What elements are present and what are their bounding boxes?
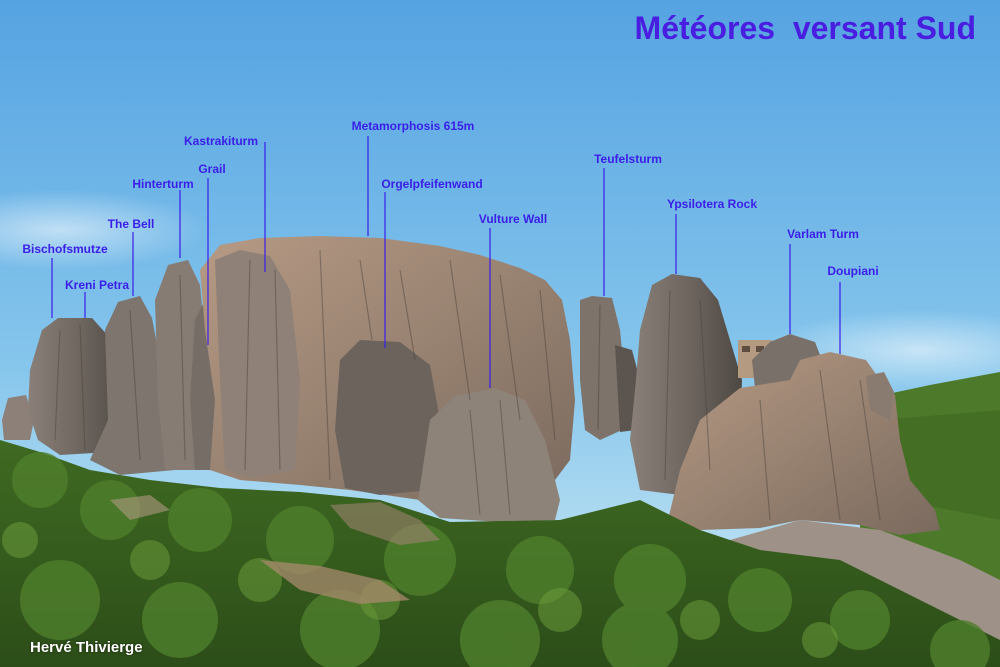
label-ypsilotera-rock: Ypsilotera Rock	[666, 197, 758, 211]
dirt-clearing	[330, 502, 440, 545]
label-the-bell: The Bell	[107, 217, 155, 231]
photo-credit: Hervé Thivierge	[30, 639, 143, 656]
rock-orgelpfeifenwand	[335, 340, 440, 495]
label-kastrakiturm: Kastrakiturm	[183, 134, 259, 148]
rock-doupiani-peak	[866, 372, 894, 420]
label-teufelsturm: Teufelsturm	[594, 152, 662, 166]
page-title: Météores versant Sud	[634, 10, 976, 46]
label-doupiani: Doupiani	[827, 264, 879, 278]
monastery-window	[742, 346, 750, 352]
dirt-clearing	[260, 560, 410, 604]
rock-vulture-wall	[418, 388, 560, 522]
label-varlam-turm: Varlam Turm	[787, 227, 859, 241]
cloud	[0, 190, 210, 270]
monastery-window	[756, 346, 764, 352]
rock-kastrakiturm	[215, 250, 300, 478]
pointer-lines	[51, 136, 841, 388]
label-grail: Grail	[198, 162, 226, 176]
tree-canopy	[12, 452, 990, 667]
label-orgelpfeifenwand: Orgelpfeifenwand	[381, 177, 483, 191]
label-vulture-wall: Vulture Wall	[478, 212, 548, 226]
rock-small-left	[2, 395, 34, 440]
label-hinterturm: Hinterturm	[132, 177, 194, 191]
rock-bischofsmutze	[28, 318, 128, 455]
dirt-clearing	[110, 495, 170, 520]
rock-texture	[54, 249, 881, 521]
tree-highlights	[2, 522, 838, 658]
rock-the-bell	[90, 296, 175, 475]
label-metamorphosis: Metamorphosis 615m	[351, 119, 475, 133]
label-kreni-petra: Kreni Petra	[64, 278, 130, 292]
label-bischofsmutze: Bischofsmutze	[22, 242, 108, 256]
rock-teufelsturm	[580, 296, 625, 440]
